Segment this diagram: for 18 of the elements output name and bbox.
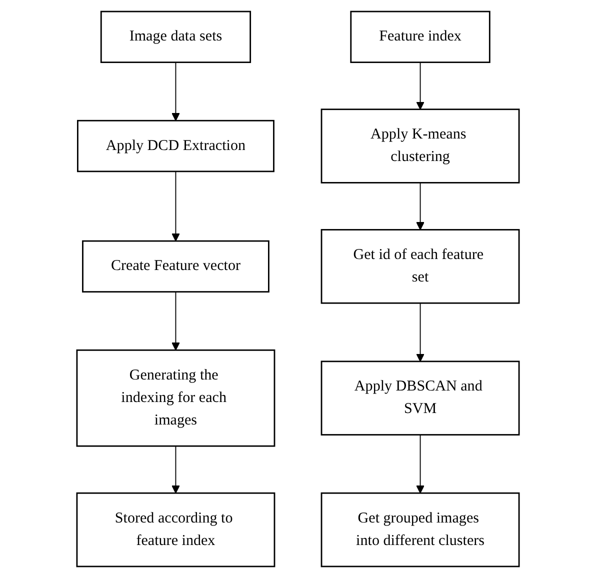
arrow	[416, 182, 424, 230]
arrow	[416, 62, 424, 110]
node-box: Get grouped images into different clusters	[320, 492, 520, 568]
arrow	[171, 291, 180, 351]
node-box: Apply K-means clustering	[320, 108, 520, 184]
arrow	[171, 62, 180, 121]
node-box: Apply DBSCAN and SVM	[320, 360, 520, 436]
arrow	[171, 446, 180, 494]
node-box: Stored according to feature index	[76, 492, 275, 568]
node-box: Image data sets	[100, 10, 251, 64]
node-box: Apply DCD Extraction	[76, 120, 274, 172]
arrow	[416, 434, 424, 494]
arrow	[416, 302, 424, 362]
node-box: Get id of each feature set	[320, 229, 520, 304]
node-box: Create Feature vector	[82, 240, 269, 293]
node-box: Generating the indexing for each images	[76, 349, 275, 447]
node-box: Feature index	[350, 10, 490, 64]
arrow	[171, 170, 180, 242]
